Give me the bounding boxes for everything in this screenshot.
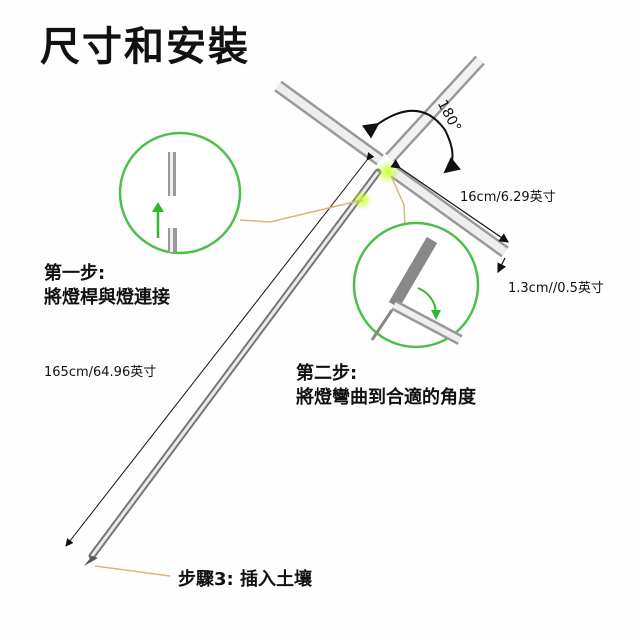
detail-circle-connect xyxy=(118,131,242,255)
bend-arrow-icon xyxy=(431,310,441,320)
step1-text: 將燈桿與燈連接 xyxy=(44,287,170,308)
step1-heading: 第一步: xyxy=(44,263,106,284)
step2-heading: 第二步: xyxy=(296,363,358,384)
detail-circle-bend xyxy=(352,221,480,349)
callout-line-step3 xyxy=(94,565,171,577)
pole-length-label: 165cm/64.96英寸 xyxy=(44,365,157,380)
step2-text: 將燈彎曲到合適的角度 xyxy=(296,387,476,408)
bar-length-dimension xyxy=(390,159,509,243)
step2-instruction: 第二步: 將燈彎曲到合適的角度 xyxy=(296,362,476,410)
bar-length-label: 16cm/6.29英寸 xyxy=(460,190,556,205)
callout-line-step1 xyxy=(239,199,363,223)
up-arrow-icon xyxy=(152,202,164,212)
step1-instruction: 第一步: 將燈桿與燈連接 xyxy=(44,262,170,310)
bar-width-label: 1.3cm//0.5英寸 xyxy=(508,281,604,296)
bar-width-dimension xyxy=(497,257,507,274)
light-bar-b xyxy=(385,55,485,163)
connector-glow xyxy=(376,160,400,184)
pole-length-dimension xyxy=(65,152,375,547)
page-title: 尺寸和安裝 xyxy=(40,24,250,70)
step3-instruction: 步驟3: 插入土壤 xyxy=(178,569,312,590)
callout-line-step2 xyxy=(391,177,406,226)
